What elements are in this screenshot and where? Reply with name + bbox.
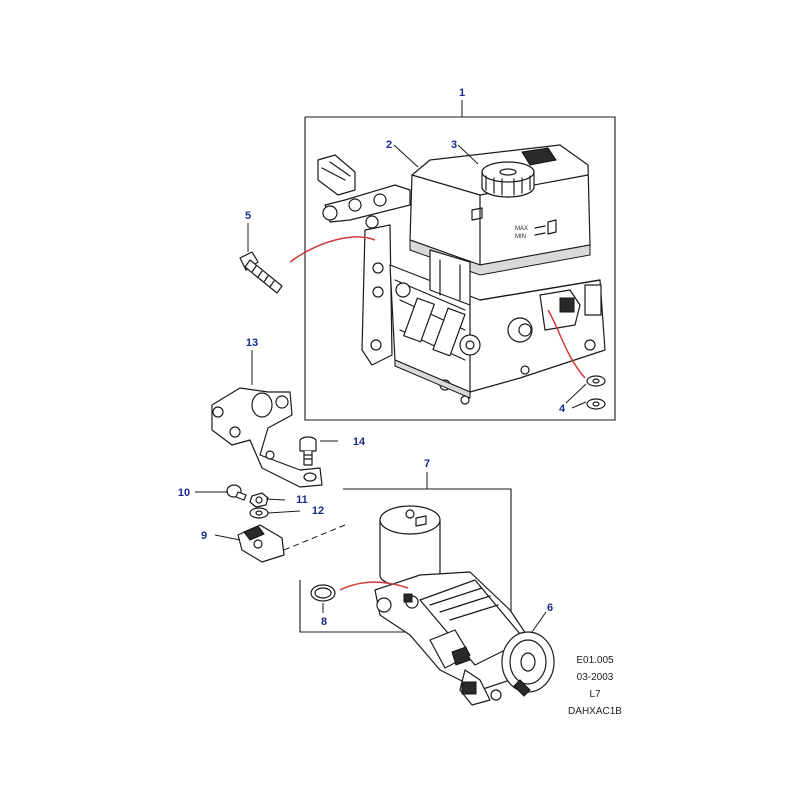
callout-5: 5: [245, 210, 251, 222]
callout-9: 9: [201, 530, 207, 542]
callout-1: 1: [459, 87, 465, 99]
pump-accumulator-assembly: [339, 505, 555, 706]
callout-14: 14: [353, 436, 366, 448]
assembly-1-frame: [304, 116, 616, 421]
reference-date: 03-2003: [576, 672, 614, 683]
bolt-14: [299, 436, 317, 466]
o-ring-8: [310, 584, 336, 602]
bolt-5: [239, 251, 283, 294]
bracket-13: [211, 387, 323, 488]
reference-drawing-id: DAHXAC1B: [568, 706, 622, 717]
reference-level: L7: [589, 689, 601, 700]
abs-modulator-assembly: MAX MIN: [289, 144, 606, 405]
callout-12: 12: [312, 505, 324, 517]
callout-8: 8: [321, 616, 327, 628]
screw-10: [226, 484, 247, 501]
callout-6: 6: [547, 602, 553, 614]
callout-13: 13: [246, 337, 258, 349]
callout-3: 3: [451, 139, 457, 151]
leader-lines: [195, 100, 587, 633]
callout-7: 7: [424, 458, 430, 470]
callout-2: 2: [386, 139, 392, 151]
reservoir-max-mark: MAX: [515, 226, 528, 232]
callout-4: 4: [559, 403, 566, 415]
reservoir-min-mark: MIN: [515, 234, 526, 240]
reference-code: E01.005: [576, 655, 614, 666]
callout-10: 10: [178, 487, 190, 499]
washers: [586, 375, 606, 410]
callout-11: 11: [296, 494, 308, 506]
nut-and-washer: [249, 492, 269, 519]
clip-9: [237, 524, 346, 563]
